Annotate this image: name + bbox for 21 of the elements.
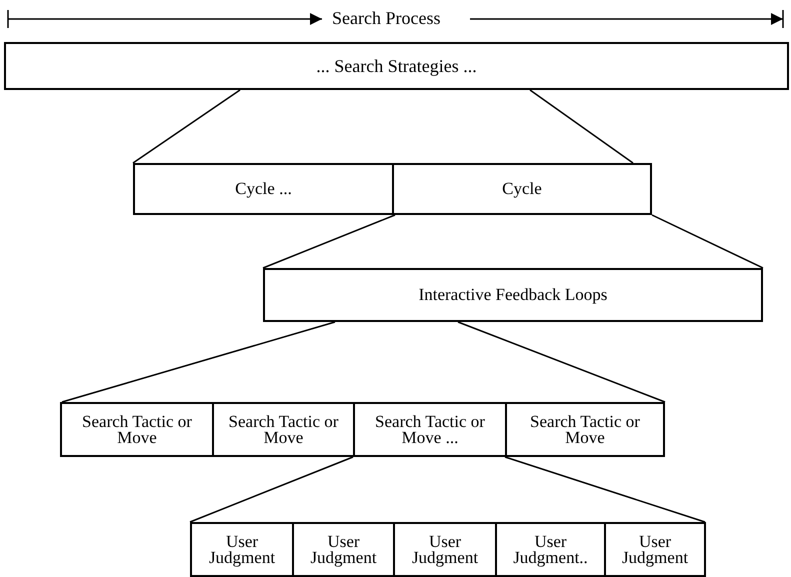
expansion-line [652, 214, 764, 269]
hierarchy-box: Cycle [392, 163, 652, 215]
hierarchy-box: User Judgment [292, 522, 395, 577]
expansion-line [504, 456, 706, 523]
hierarchy-box: Search Tactic or Move [212, 402, 355, 457]
hierarchy-box: Search Tactic or Move ... [353, 402, 507, 457]
expansion-line [458, 321, 666, 403]
expansion-line [132, 89, 240, 164]
hierarchy-box: ... Search Strategies ... [4, 42, 789, 90]
hierarchy-box: User Judgment [190, 522, 294, 577]
expansion-line [530, 89, 634, 164]
expansion-line [262, 214, 396, 269]
hierarchy-box: User Judgment.. [495, 522, 606, 577]
hierarchy-box: Interactive Feedback Loops [263, 268, 763, 322]
hierarchy-box: User Judgment [393, 522, 497, 577]
hierarchy-box: Search Tactic or Move [505, 402, 665, 457]
expansion-line [190, 456, 354, 523]
hierarchy-box: Cycle ... [133, 163, 394, 215]
hierarchy-box: User Judgment [604, 522, 706, 577]
hierarchy-box: Search Tactic or Move [60, 402, 214, 457]
expansion-line [62, 321, 336, 403]
